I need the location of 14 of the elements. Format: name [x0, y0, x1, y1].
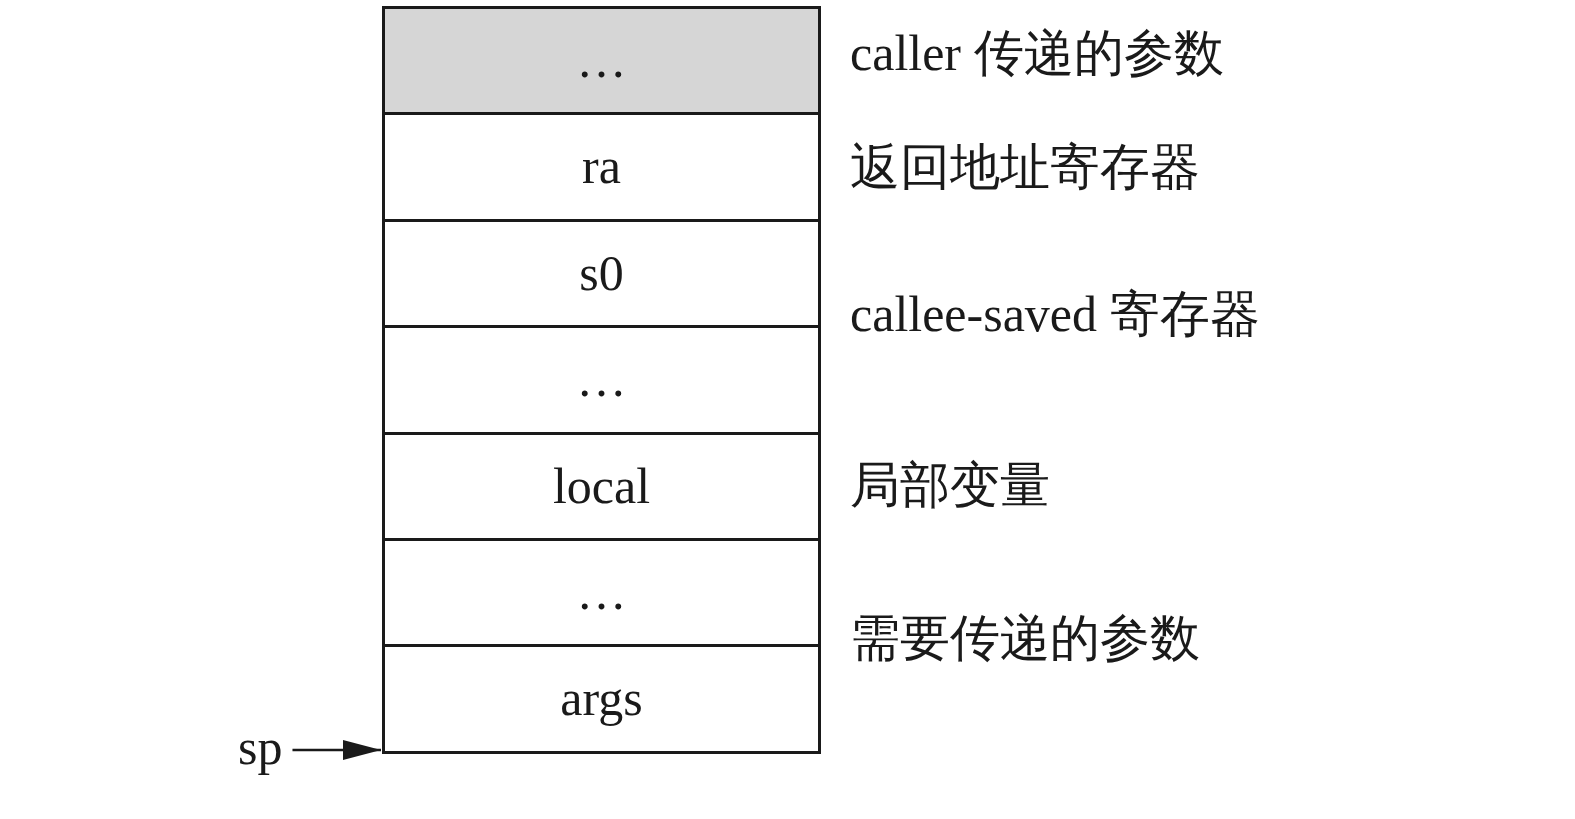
side-label: 局部变量 [850, 456, 1050, 515]
stack-cell: args [382, 644, 821, 754]
stack-cell: local [382, 432, 821, 541]
arrow [292, 740, 381, 760]
side-label: callee-saved 寄存器 [850, 285, 1260, 344]
side-label: caller 传递的参数 [850, 24, 1224, 83]
stack-cell: … [382, 6, 821, 115]
stack-cell: … [382, 538, 821, 647]
stack-cell: ra [382, 112, 821, 222]
side-label: 需要传递的参数 [850, 609, 1200, 668]
stack-cell: … [382, 325, 821, 435]
side-label: 返回地址寄存器 [850, 138, 1200, 197]
stack-cell: s0 [382, 219, 821, 328]
pointer-label: sp [238, 717, 293, 777]
